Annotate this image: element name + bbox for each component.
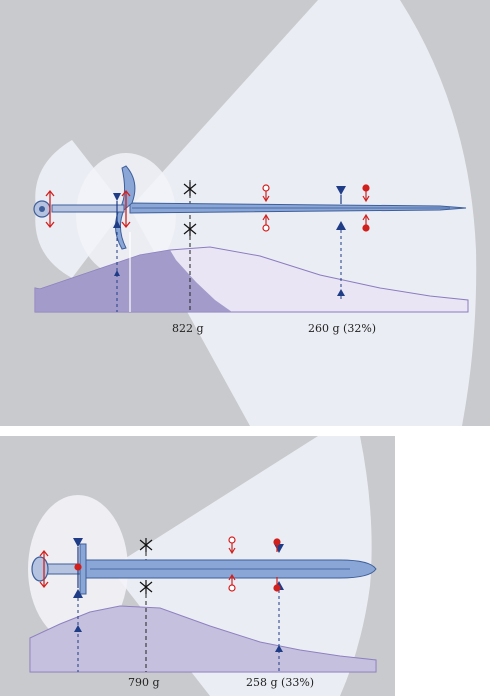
tip-marker-red	[362, 184, 370, 232]
tip-mass-label: 258 g (33%)	[246, 676, 315, 689]
hand-marker-1	[73, 538, 83, 672]
mass-distribution-area-dark	[35, 250, 232, 312]
pivot-marker-open	[262, 184, 270, 232]
swing-cone-large	[130, 0, 477, 426]
hand-marker-2	[121, 189, 131, 229]
sword-grip	[51, 204, 125, 213]
sword-pommel	[31, 556, 49, 582]
pivot-marker-open	[228, 536, 236, 592]
top-diagram-svg	[33, 0, 477, 426]
hand-marker-1	[113, 193, 121, 312]
pommel-center	[39, 206, 45, 212]
hand-marker-2	[74, 563, 82, 571]
node-mass-label: 790 g	[128, 676, 160, 689]
tip-mass-label: 260 g (32%)	[308, 322, 377, 335]
sword-grip	[43, 563, 81, 575]
tip-marker-red	[273, 538, 281, 592]
node-mass-label: 822 g	[172, 322, 204, 335]
bottom-diagram-svg	[28, 436, 377, 696]
sword-diagram-top: 822 g 260 g (32%)	[0, 0, 490, 426]
pommel-marker	[39, 549, 49, 589]
tip-marker-navy	[336, 186, 346, 300]
node-marker-top	[139, 538, 153, 594]
mass-distribution-area	[29, 605, 377, 673]
pommel-marker	[45, 189, 55, 229]
sword-diagram-bottom: 790 g 258 g (33%)	[0, 436, 395, 696]
node-marker-top	[183, 182, 197, 236]
sword-crossguard	[115, 165, 136, 250]
mass-distribution-area-dark	[30, 606, 376, 672]
